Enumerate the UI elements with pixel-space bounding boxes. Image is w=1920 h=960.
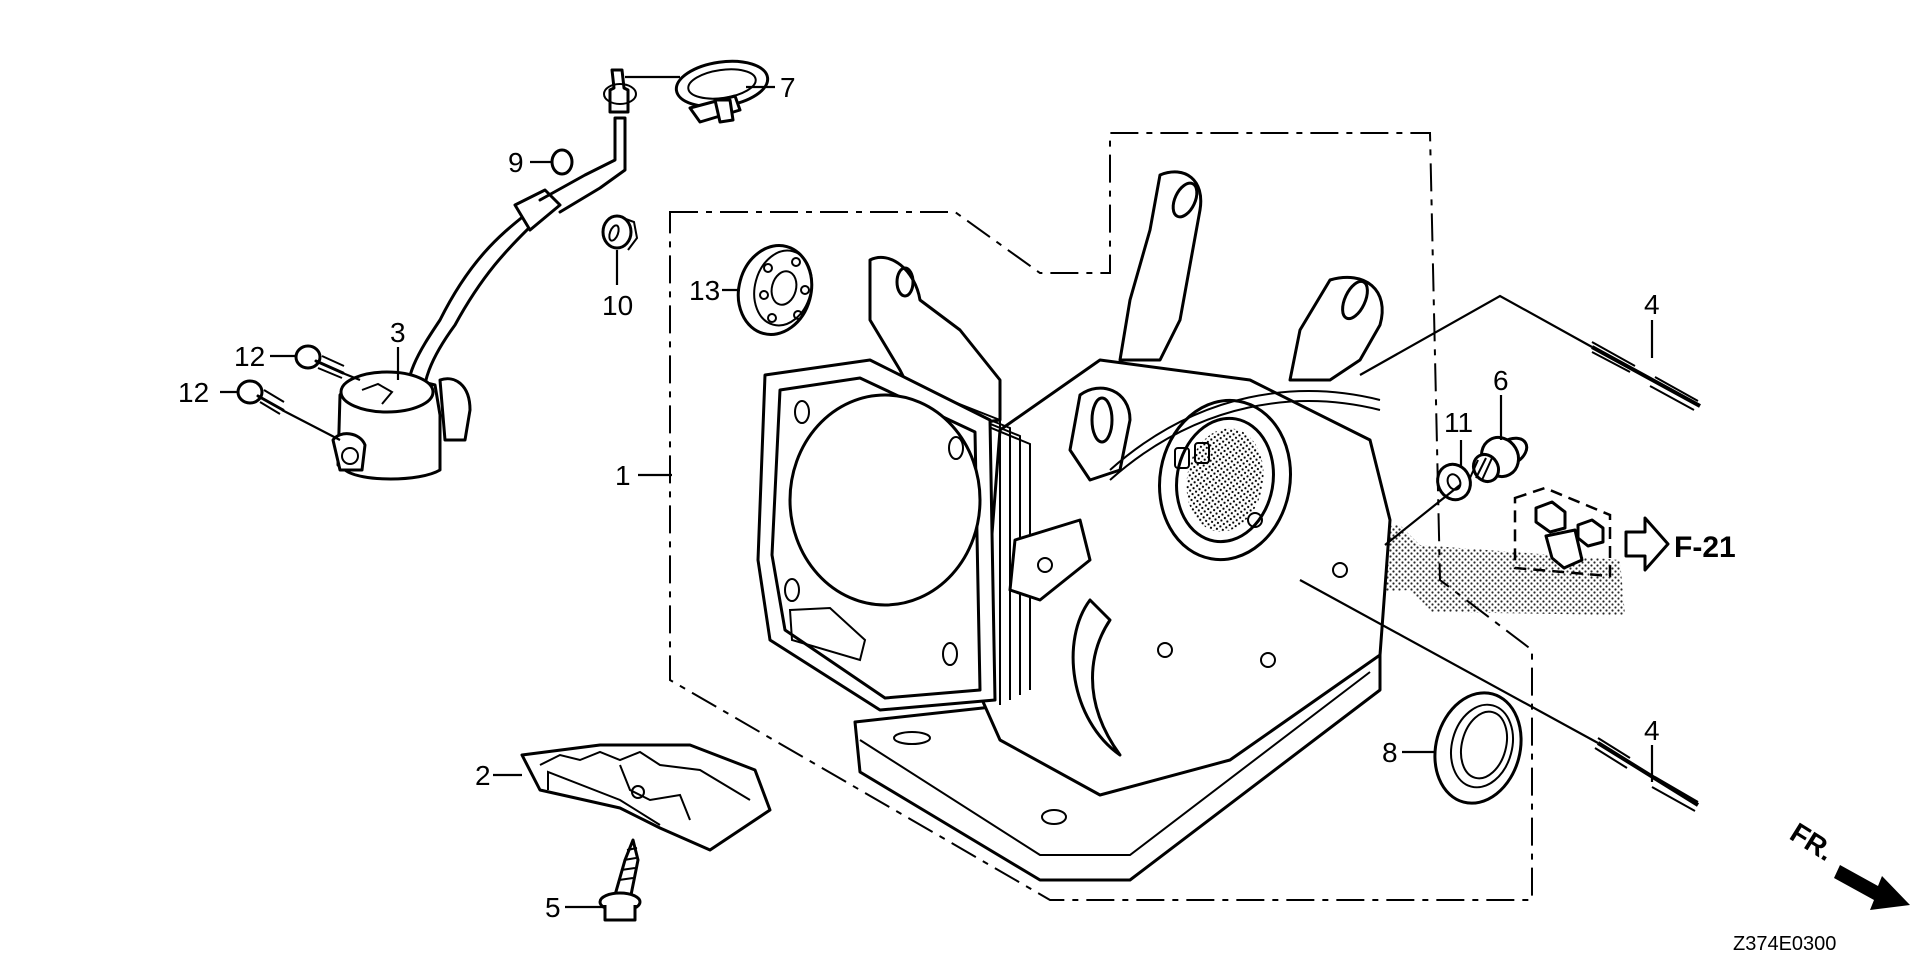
reference-detail [1513,486,1612,578]
oil-seal[interactable] [1423,683,1533,813]
callout-11[interactable]: 11 [1444,407,1473,438]
leader-lines [220,75,1654,909]
front-arrow-icon [1834,865,1910,910]
flange-bolt-upper-a[interactable] [294,344,345,379]
reference-arrow-icon [1624,516,1670,572]
hose-clamp[interactable] [673,56,770,124]
clip-icon [1534,500,1605,570]
drain-plug-bolt[interactable] [1469,431,1532,486]
callout-6[interactable]: 6 [1493,365,1509,396]
assembly-boundary [669,132,1533,901]
callout-7[interactable]: 7 [780,72,796,103]
front-label: FR. [1785,817,1840,867]
callouts: 1 2 3 4 4 5 6 7 8 9 10 11 12 12 13 [178,72,1660,923]
callout-8[interactable]: 8 [1382,737,1398,768]
cover-plate[interactable] [520,743,772,852]
o-ring[interactable] [550,148,574,176]
cylinder-block[interactable] [756,170,1392,882]
grommet[interactable] [601,214,639,251]
stud-bolt-lower[interactable] [1594,737,1700,812]
callout-5[interactable]: 5 [545,892,561,923]
front-direction-indicator: FR. [1785,817,1910,910]
callout-2[interactable]: 2 [475,760,491,791]
ball-bearing[interactable] [729,237,822,343]
flange-bolt-upper-b[interactable] [236,379,285,415]
reference-label[interactable]: F-21 [1674,531,1736,564]
callout-9[interactable]: 9 [508,147,524,178]
callout-10[interactable]: 10 [602,290,633,321]
diagram-code: Z374E0300 [1733,933,1836,955]
washer[interactable] [1432,459,1476,505]
flange-bolt-lower[interactable] [598,838,642,922]
sensor-housing[interactable] [331,68,637,481]
callout-4-upper[interactable]: 4 [1644,289,1660,320]
callout-4-lower[interactable]: 4 [1644,715,1660,746]
callout-13[interactable]: 13 [689,275,720,306]
callout-12a[interactable]: 12 [234,341,265,372]
stud-bolt-upper[interactable] [1591,341,1701,411]
callout-12b[interactable]: 12 [178,377,209,408]
callout-1[interactable]: 1 [615,460,631,491]
callout-3[interactable]: 3 [390,317,406,348]
